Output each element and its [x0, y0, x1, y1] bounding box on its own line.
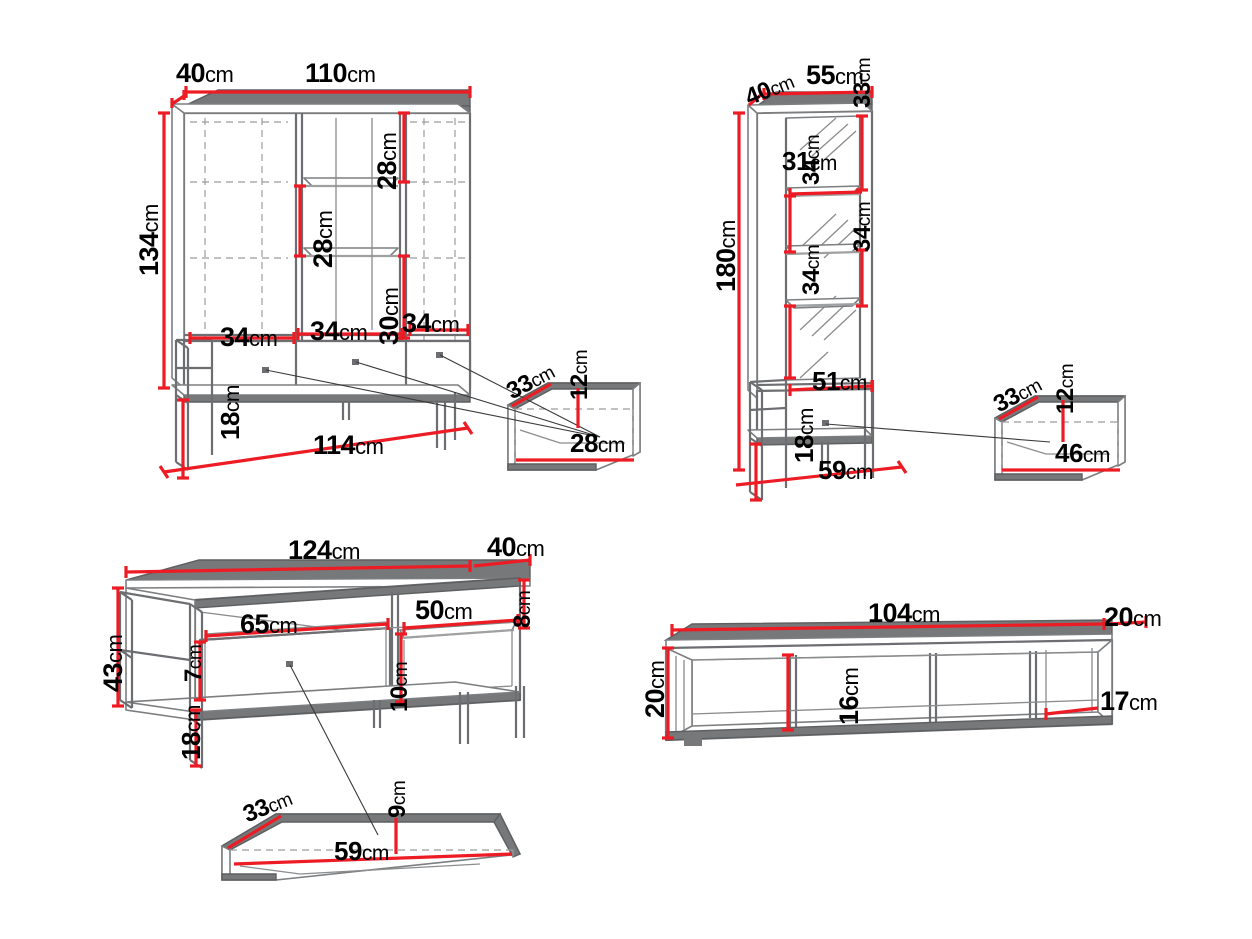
label-dc-width: 110cm	[305, 58, 376, 88]
label-dc-bay-2: 34cm	[310, 316, 368, 346]
label-tv-width: 124cm	[288, 535, 360, 565]
label-tv-drawer-height: 7cm	[180, 644, 207, 682]
label-tcd-height: 12cm	[1052, 363, 1079, 414]
label-tc-shelf-4: 34cm	[798, 244, 825, 295]
label-tv-depth: 40cm	[487, 532, 545, 562]
label-tv-shelf-gap: 10cm	[386, 661, 413, 712]
label-dc-base-width: 114cm	[313, 430, 384, 460]
label-dc-depth: 40cm	[176, 58, 234, 88]
label-tc-drawer-width: 51cm	[812, 366, 867, 396]
label-dc-shelf-mid: 28cm	[308, 210, 338, 268]
label-tc-shelf-1: 33cm	[849, 57, 876, 108]
label-tv-bay-right: 50cm	[415, 595, 473, 625]
label-tcd-width: 46cm	[1055, 438, 1110, 468]
label-ws-inner-height: 16cm	[834, 667, 864, 725]
label-dc-bay-1: 34cm	[220, 322, 278, 352]
label-tc-base-width: 59cm	[818, 455, 873, 485]
label-tv-leg: 18cm	[176, 705, 206, 760]
label-tv-bay-left: 65cm	[240, 609, 298, 639]
label-ws-depth: 20cm	[1104, 602, 1162, 632]
label-tc-shelf-3: 34cm	[849, 201, 876, 252]
label-tv-height: 43cm	[98, 634, 128, 692]
label-dc-height: 134cm	[134, 204, 164, 276]
label-dcd-width: 28cm	[570, 428, 625, 458]
label-tc-shelf-2: 34cm	[798, 134, 825, 185]
label-dcd-height: 12cm	[566, 349, 593, 400]
label-tc-leg: 18cm	[789, 408, 819, 463]
label-tvd-height: 9cm	[384, 780, 411, 818]
label-dc-leg: 18cm	[215, 385, 245, 440]
label-tv-top-gap: 8cm	[509, 590, 536, 628]
label-dc-shelf-bot: 30cm	[374, 287, 404, 345]
label-ws-height: 20cm	[640, 660, 670, 718]
label-dc-bay-3: 34cm	[402, 308, 460, 338]
label-dc-shelf-top: 28cm	[372, 132, 402, 190]
label-tvd-width: 59cm	[334, 836, 389, 866]
label-ws-width: 104cm	[868, 598, 940, 628]
label-tc-width: 55cm	[806, 60, 864, 90]
label-tc-height: 180cm	[711, 220, 741, 292]
label-ws-inner-depth: 17cm	[1100, 686, 1158, 716]
label-tc-inner-width: 31cm	[782, 146, 837, 176]
